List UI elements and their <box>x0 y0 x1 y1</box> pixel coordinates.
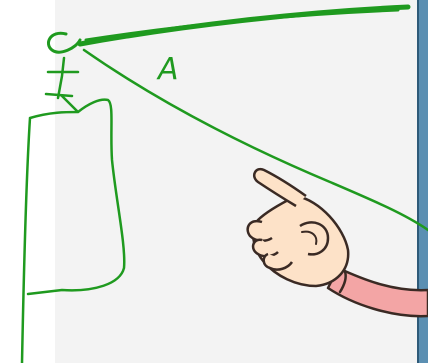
ink-vertex-scribble <box>47 31 82 54</box>
side-panel-edge <box>417 0 428 363</box>
ink-ray-diagonal <box>82 48 428 232</box>
ink-body-outline <box>20 94 126 363</box>
ink-stick-figure <box>44 56 80 100</box>
ink-label-a: A <box>156 52 179 87</box>
ink-ray-top-second-pass <box>84 8 400 42</box>
pointing-hand-icon <box>246 167 428 318</box>
